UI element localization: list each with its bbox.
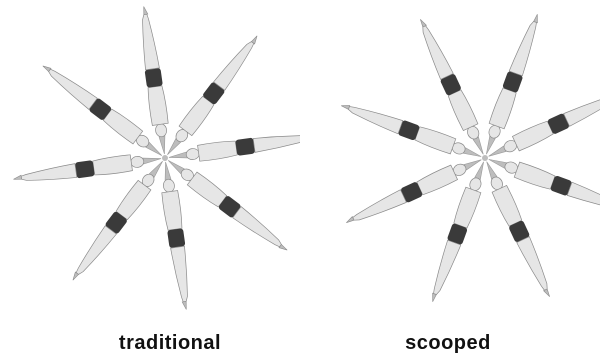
legs xyxy=(138,13,160,69)
torso xyxy=(453,187,482,228)
torso xyxy=(115,180,151,220)
caption-scooped: scooped xyxy=(298,332,598,355)
feet xyxy=(13,175,21,180)
swimsuit xyxy=(235,138,255,156)
legs xyxy=(45,65,97,109)
torso xyxy=(102,108,142,144)
feet xyxy=(279,244,288,252)
swimsuit xyxy=(167,228,185,248)
legs xyxy=(233,207,285,251)
center-point xyxy=(162,155,168,161)
feet xyxy=(71,272,79,281)
arm xyxy=(463,148,482,160)
head xyxy=(163,179,176,193)
arm xyxy=(475,161,487,180)
swimsuit xyxy=(145,68,163,88)
arm xyxy=(169,152,188,160)
feet xyxy=(182,301,187,309)
legs xyxy=(171,246,193,302)
torso xyxy=(198,140,238,162)
legs xyxy=(509,19,541,75)
torso xyxy=(512,120,553,151)
torso xyxy=(414,126,455,155)
feet xyxy=(534,14,540,23)
arm xyxy=(484,136,496,155)
torso xyxy=(514,162,555,191)
caption-traditional: traditional xyxy=(20,332,320,355)
feet xyxy=(419,18,426,27)
torso xyxy=(161,191,183,231)
pinwheel-group xyxy=(336,9,600,306)
feet xyxy=(430,293,436,302)
legs xyxy=(429,240,461,296)
legs xyxy=(564,90,600,126)
torso xyxy=(93,154,133,176)
legs xyxy=(417,24,453,80)
legs xyxy=(567,182,600,214)
legs xyxy=(253,131,300,153)
head xyxy=(130,156,144,169)
scooped-pinwheel xyxy=(300,0,600,320)
center-point xyxy=(482,155,488,161)
arm xyxy=(488,157,507,169)
torso xyxy=(492,185,523,226)
arm xyxy=(159,136,167,155)
head xyxy=(155,123,168,137)
legs xyxy=(214,38,258,90)
legs xyxy=(72,226,116,278)
torso xyxy=(147,86,169,126)
feet xyxy=(143,6,148,14)
swimsuit xyxy=(75,160,95,178)
legs xyxy=(351,190,407,226)
feet xyxy=(42,64,51,72)
legs xyxy=(346,102,402,134)
torso xyxy=(447,89,478,130)
torso xyxy=(187,172,227,208)
pinwheel-group xyxy=(12,5,300,310)
feet xyxy=(544,289,551,298)
legs xyxy=(20,164,76,186)
feet xyxy=(341,103,350,109)
arm xyxy=(163,162,171,181)
torso xyxy=(416,165,457,196)
arm xyxy=(143,156,162,164)
torso xyxy=(179,95,215,135)
torso xyxy=(489,87,518,128)
feet xyxy=(345,217,354,224)
legs xyxy=(517,237,553,293)
traditional-pinwheel xyxy=(0,0,300,320)
head xyxy=(186,148,200,161)
feet xyxy=(251,35,259,44)
